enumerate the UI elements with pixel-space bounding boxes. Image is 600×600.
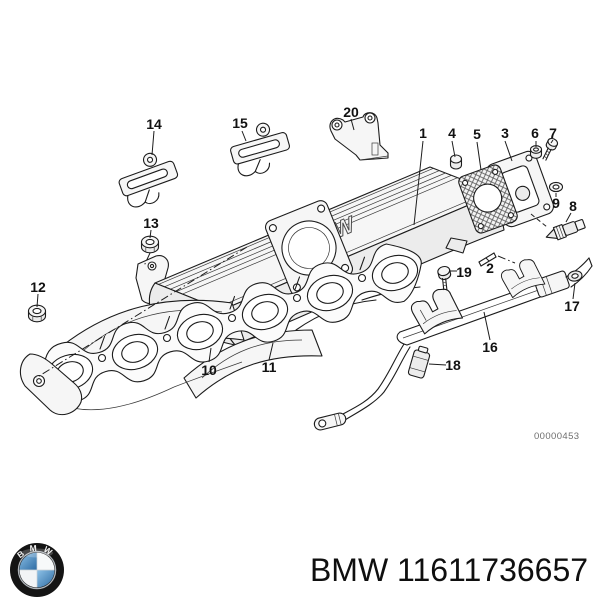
part-callout-5: 5 [473, 126, 481, 142]
part-callout-10: 10 [201, 362, 217, 378]
fuel-rail [313, 257, 593, 431]
part-callout-20: 20 [343, 104, 359, 120]
bolt-19 [437, 265, 452, 291]
part-callout-15: 15 [232, 115, 248, 131]
part-callout-17: 17 [564, 298, 580, 314]
part-callout-18: 18 [445, 357, 461, 373]
part-callout-4: 4 [448, 125, 456, 141]
bolt-7 [542, 137, 559, 161]
part-callout-1: 1 [419, 125, 427, 141]
part-callout-19: 19 [456, 264, 472, 280]
washer-9 [548, 181, 564, 193]
part-callout-12: 12 [30, 279, 46, 295]
roundel-quadrants [19, 552, 55, 588]
part-callout-14: 14 [146, 116, 162, 132]
nut-13 [140, 235, 160, 254]
part-callout-16: 16 [482, 339, 498, 355]
part-callout-6: 6 [531, 125, 539, 141]
nut-6 [529, 145, 543, 159]
hose-sensor-18 [407, 345, 431, 379]
rail-bracket [500, 259, 546, 299]
cable-ring-terminal [313, 412, 347, 431]
part-callout-2: 2 [486, 260, 494, 276]
part-callout-9: 9 [552, 195, 560, 211]
part-number-label: BMW 11611736657 [309, 552, 589, 588]
bracket-14 [118, 152, 179, 208]
leader-lines [35, 118, 576, 379]
gasket-5 [458, 164, 518, 234]
bracket-20 [329, 112, 389, 161]
part-callout-11: 11 [261, 359, 277, 375]
nut-12 [27, 304, 47, 323]
nut-17 [567, 270, 583, 282]
stud-2 [478, 252, 497, 267]
plug-4 [449, 154, 463, 170]
gasket-end-tab [19, 353, 83, 416]
part-callout-7: 7 [549, 125, 557, 141]
image-number: 00000453 [534, 431, 580, 442]
bmw-roundel-logo: BMW [10, 543, 64, 597]
bracket-15 [230, 122, 290, 177]
part-callout-3: 3 [501, 125, 509, 141]
part-callout-8: 8 [569, 198, 577, 214]
rail-bracket [410, 288, 464, 335]
temperature-sensor-8 [545, 219, 586, 241]
part-callout-13: 13 [143, 215, 159, 231]
flange-gasket-row [43, 243, 422, 410]
